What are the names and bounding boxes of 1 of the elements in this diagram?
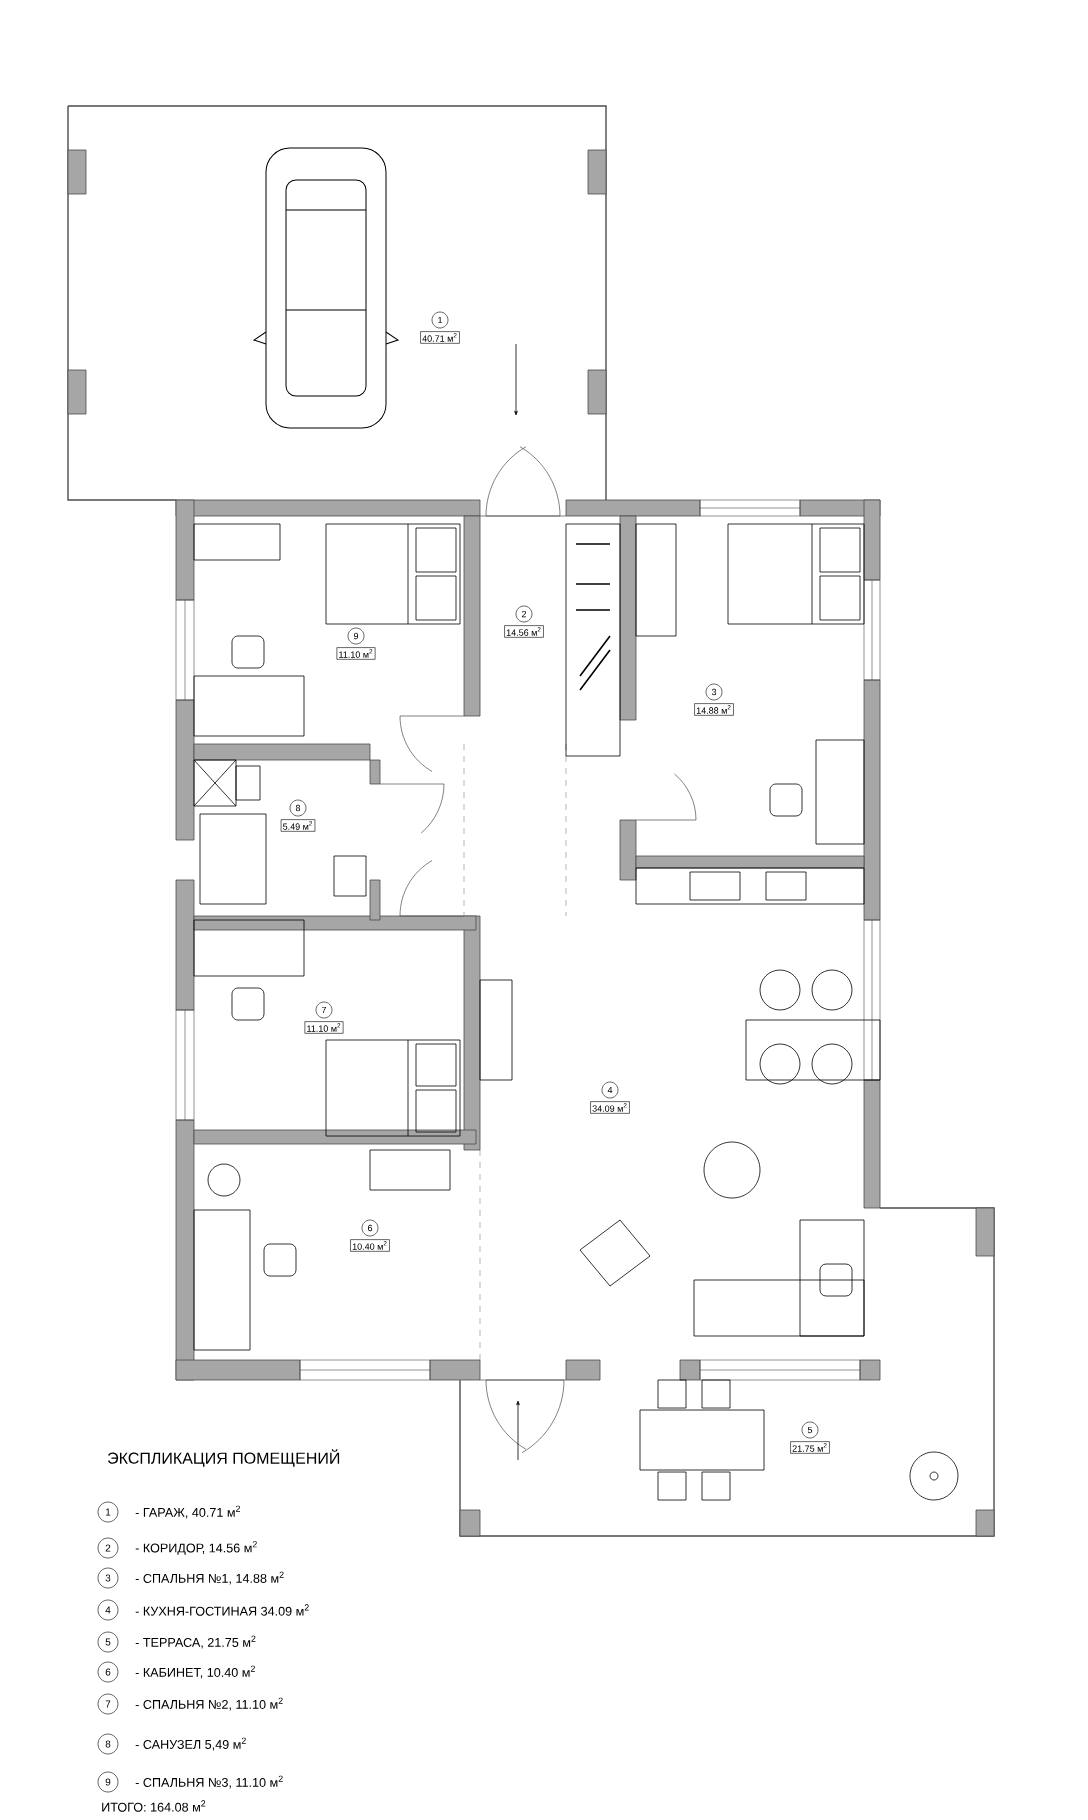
table-heading: ЭКСПЛИКАЦИЯ ПОМЕЩЕНИЙ (108, 1449, 340, 1467)
